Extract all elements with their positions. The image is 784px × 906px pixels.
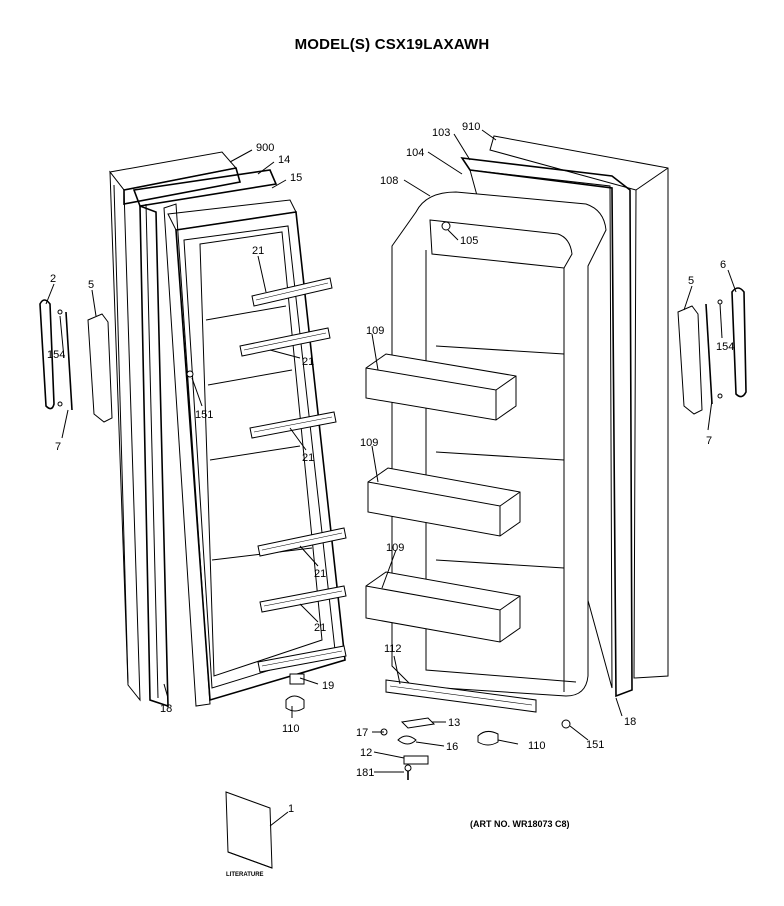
literature-label: LITERATURE [226, 872, 264, 878]
handle-5-left [87, 313, 113, 423]
callout-1: 1 [288, 803, 294, 815]
door-bin-109-middle [367, 467, 521, 537]
callout-105: 105 [460, 235, 478, 247]
door-shelf-rail-5 [259, 585, 347, 613]
callout-109: 109 [366, 325, 384, 337]
callout-109: 109 [360, 437, 378, 449]
screw-151-left [186, 370, 194, 378]
handle-6-right [731, 287, 747, 398]
door-shelf-rail-4 [257, 527, 347, 557]
callout-7-right: 7 [706, 435, 712, 447]
screw-151-right [561, 719, 571, 729]
callout-109: 109 [386, 542, 404, 554]
callout-103: 103 [432, 127, 450, 139]
callout-21: 21 [314, 568, 326, 580]
callout-151-left: 151 [195, 409, 213, 421]
cap-110-left [285, 695, 305, 712]
callout-15: 15 [290, 172, 302, 184]
callout-14: 14 [278, 154, 290, 166]
callout-5-left: 5 [88, 279, 94, 291]
callout-7-left: 7 [55, 441, 61, 453]
callout-110-right: 110 [528, 740, 546, 752]
callout-112: 112 [384, 643, 402, 655]
callout-5-right: 5 [688, 275, 694, 287]
handle-trim-154-left [57, 309, 73, 411]
left-door-outer-panel [109, 151, 242, 702]
callout-6: 6 [720, 259, 726, 271]
callout-21: 21 [302, 452, 314, 464]
left-door-liner [167, 199, 346, 702]
right-door-outer-panel [489, 135, 669, 679]
callout-19: 19 [322, 680, 334, 692]
cap-110-right [477, 730, 499, 746]
callout-21: 21 [314, 622, 326, 634]
door-shelf-rail-6 [257, 645, 347, 673]
callout-18-right: 18 [624, 716, 636, 728]
handle-5-right [677, 305, 703, 415]
literature-booklet [225, 791, 273, 869]
callout-18-left: 18 [160, 703, 172, 715]
page-title: MODEL(S) CSX19LAXAWH [294, 36, 490, 53]
callout-21: 21 [302, 356, 314, 368]
left-door-gasket-edge [163, 203, 211, 707]
door-bin-109-top [365, 353, 517, 421]
callout-910: 910 [462, 121, 480, 133]
callout-181: 181 [356, 767, 374, 779]
callout-110-left: 110 [282, 723, 300, 735]
dairy-rail-112 [385, 679, 537, 713]
door-shelf-rail-2 [239, 327, 331, 357]
callout-108: 108 [380, 175, 398, 187]
door-bin-109-bottom [365, 571, 521, 643]
door-shelf-rail-1 [251, 277, 333, 307]
handle-2-left [39, 299, 55, 410]
callout-154-left: 154 [47, 349, 65, 361]
callout-2: 2 [50, 273, 56, 285]
leader-lines [45, 129, 737, 827]
callout-16: 16 [446, 741, 458, 753]
callout-900: 900 [256, 142, 274, 154]
callout-151-right: 151 [586, 739, 604, 751]
callout-104: 104 [406, 147, 424, 159]
art-number: (ART NO. WR18073 C8) [470, 819, 570, 829]
callout-17: 17 [356, 727, 368, 739]
callout-154-right: 154 [716, 341, 734, 353]
left-door-gasket [132, 169, 278, 708]
callout-21: 21 [252, 245, 264, 257]
callout-13: 13 [448, 717, 460, 729]
callout-12: 12 [360, 747, 372, 759]
door-shelf-rail-3 [249, 411, 337, 439]
hinge-parts-cluster [380, 717, 436, 780]
